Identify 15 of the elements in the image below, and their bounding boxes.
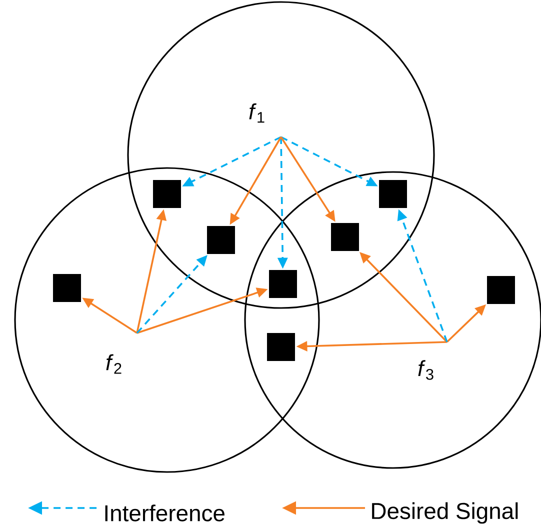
- user-square: [207, 226, 235, 254]
- user-square: [331, 223, 359, 251]
- user-square: [53, 274, 81, 302]
- cell-circle: [127, 1, 435, 309]
- cell-label: f$_{3}$: [418, 360, 434, 380]
- cell-label: f$_{2}$: [106, 354, 122, 374]
- user-square: [267, 333, 295, 361]
- cell-circle: [14, 167, 320, 473]
- user-square: [487, 276, 515, 304]
- legend-label: Desired Signal: [372, 502, 518, 524]
- user-square: [269, 270, 297, 298]
- cell-label: f$_{1}$: [249, 103, 264, 123]
- user-square: [379, 180, 407, 208]
- legend-label: Interference: [105, 504, 224, 522]
- user-square: [153, 180, 181, 208]
